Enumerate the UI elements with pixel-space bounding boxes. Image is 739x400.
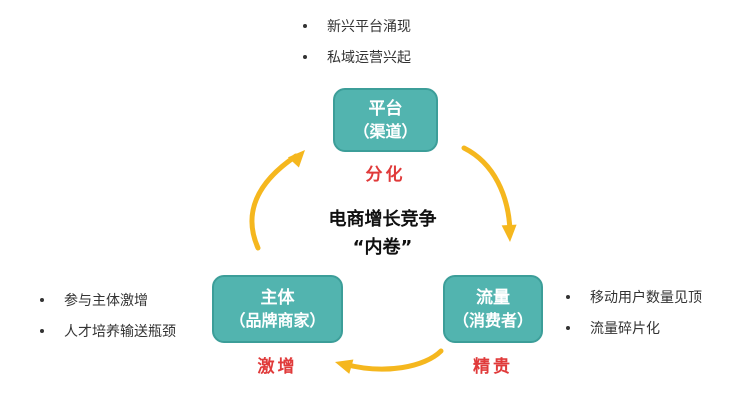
list-item: 流量碎片化 [566, 318, 702, 338]
bullet-text: 流量碎片化 [590, 321, 660, 337]
node-subtitle: （品牌商家） [229, 310, 326, 330]
bullet-dot-icon [303, 24, 307, 28]
arrow-traffic-to-subject [335, 348, 444, 374]
bullet-text: 参与主体激增 [64, 293, 148, 309]
list-item: 移动用户数量见顶 [566, 287, 702, 307]
node-title: 主体 [260, 287, 295, 308]
list-item: 私域运营兴起 [303, 47, 411, 67]
subject-bullet-list: 参与主体激增 人才培养输送瓶颈 [40, 290, 176, 352]
bullet-dot-icon [303, 55, 307, 59]
list-item: 人才培养输送瓶颈 [40, 321, 176, 341]
arrow-platform-to-traffic [461, 145, 517, 242]
bullet-dot-icon [40, 329, 44, 333]
node-traffic: 流量 （消费者） [443, 275, 543, 343]
list-item: 参与主体激增 [40, 290, 176, 310]
node-title: 流量 [476, 287, 510, 308]
center-title-line1: 电商增长竞争 [328, 209, 437, 230]
traffic-state-label: 精贵 [473, 357, 513, 377]
traffic-bullet-list: 移动用户数量见顶 流量碎片化 [566, 287, 702, 349]
bullet-text: 新兴平台涌现 [327, 19, 411, 35]
center-title-line2: “内卷” [352, 236, 413, 258]
bullet-text: 移动用户数量见顶 [590, 290, 702, 306]
list-item: 新兴平台涌现 [303, 16, 411, 36]
bullet-dot-icon [566, 295, 570, 299]
node-platform: 平台 （渠道） [333, 88, 438, 152]
node-title: 平台 [368, 98, 403, 119]
bullet-text: 人才培养输送瓶颈 [64, 324, 176, 340]
platform-state-label: 分化 [365, 165, 406, 185]
subject-state-label: 激增 [257, 357, 298, 377]
node-subtitle: （渠道） [353, 121, 418, 141]
bullet-dot-icon [566, 326, 570, 330]
node-subtitle: （消费者） [452, 310, 533, 330]
bullet-text: 私域运营兴起 [327, 50, 411, 66]
bullet-dot-icon [40, 298, 44, 302]
node-subject: 主体 （品牌商家） [212, 275, 343, 343]
platform-bullet-list: 新兴平台涌现 私域运营兴起 [303, 16, 411, 78]
center-title: 电商增长竞争 “内卷” [295, 206, 470, 262]
